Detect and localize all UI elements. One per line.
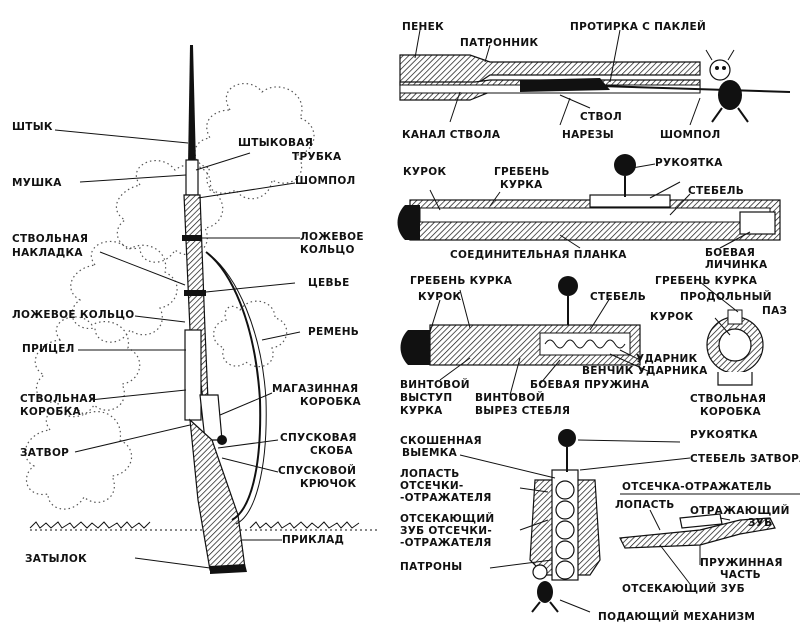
- label-lozhevoe-kolco-left: ЛОЖЕВОЕ КОЛЬЦО: [12, 309, 135, 321]
- label-lozhevoe-2: КОЛЬЦО: [300, 244, 355, 256]
- label-shompol: ШОМПОЛ: [295, 175, 356, 187]
- label-podayushchiy: ПОДАЮЩИЙ МЕХАНИЗМ: [598, 610, 755, 623]
- label-pruzh-2: ЧАСТЬ: [720, 569, 761, 581]
- label-greben-kurka: ГРЕБЕНЬ КУРКА: [410, 275, 513, 287]
- leader-lines: [54, 129, 301, 569]
- label-shtyk: ШТЫК: [12, 121, 53, 133]
- label-magazin-2: КОРОБКА: [300, 396, 362, 408]
- label-narezy: НАРЕЗЫ: [562, 129, 614, 141]
- label-lichinka-1: БОЕВАЯ: [705, 247, 755, 259]
- label-lopast-2: ОТСЕЧКИ-: [400, 480, 464, 492]
- label-pruzh-1: ПРУЖИННАЯ: [700, 557, 783, 569]
- label-vint-vystup-2: ВЫСТУП: [400, 392, 452, 404]
- label-otsek-zub-r: ОТСЕКАЮЩИЙ ЗУБ: [622, 582, 745, 595]
- magazine-panel: СКОШЕННАЯ ВЫЕМКА РУКОЯТКА СТЕБЕЛЬ ЗАТВОР…: [400, 429, 800, 623]
- label-lichinka-2: ЛИЧИНКА: [705, 259, 768, 271]
- label-protirka: ПРОТИРКА С ПАКЛЕЙ: [570, 20, 706, 33]
- bayonet: [188, 45, 196, 165]
- label-patronnik: ПАТРОННИК: [460, 37, 538, 49]
- label-stvolnaya-nakladka-1: СТВОЛЬНАЯ: [12, 233, 88, 245]
- label-lopast-3: -ОТРАЖАТЕЛЯ: [400, 492, 492, 504]
- label-zatylok: ЗАТЫЛОК: [25, 553, 87, 565]
- label-vint-vyrez-1: ВИНТОВОЙ: [475, 391, 545, 404]
- label-patrony: ПАТРОНЫ: [400, 561, 462, 573]
- label-stvolnaya-korobka-2: КОРОБКА: [20, 406, 82, 418]
- bolt-section-panel: ГРЕБЕНЬ КУРКА КУРОК СТЕБЕЛЬ УДАРНИК ВЕНЧ…: [400, 275, 787, 418]
- rifle: [182, 45, 267, 574]
- label-prodolny-1: ПРОДОЛЬНЫЙ: [680, 290, 772, 303]
- label-greben-2: КУРКА: [500, 179, 543, 191]
- label-rukoyatka-top: РУКОЯТКА: [655, 157, 723, 169]
- label-lozhevoe-1: ЛОЖЕВОЕ: [300, 231, 364, 243]
- label-prodolny-2: ПАЗ: [762, 305, 787, 317]
- label-shtykovaya-2: ТРУБКА: [292, 151, 342, 163]
- label-cevye: ЦЕВЬЕ: [308, 277, 350, 289]
- label-stebel-zatvora: СТЕБЕЛЬ ЗАТВОРА: [690, 453, 800, 465]
- label-otrazh-2: ЗУБ: [748, 517, 772, 529]
- label-skoba-2: СКОБА: [310, 445, 353, 457]
- label-stvolnaya-korobka-1: СТВОЛЬНАЯ: [20, 393, 96, 405]
- label-vint-vyrez-2: ВЫРЕЗ СТЕБЛЯ: [475, 405, 570, 417]
- label-kurok-r: КУРОК: [650, 311, 693, 323]
- label-udarnik: УДАРНИК: [636, 353, 698, 365]
- label-otsek-zub-3: -ОТРАЖАТЕЛЯ: [400, 537, 492, 549]
- label-otsechka-title: ОТСЕЧКА-ОТРАЖАТЕЛЬ: [622, 481, 772, 493]
- label-stvolnaya-nakladka-2: НАКЛАДКА: [12, 247, 83, 259]
- rifle-panel: ШТЫК МУШКА СТВОЛЬНАЯ НАКЛАДКА ЛОЖЕВОЕ КО…: [12, 45, 380, 574]
- label-greben-1: ГРЕБЕНЬ: [494, 166, 550, 178]
- label-kryuchok-1: СПУСКОВОЙ: [278, 464, 356, 477]
- label-stebel-top: СТЕБЕЛЬ: [688, 185, 744, 197]
- label-kanal: КАНАЛ СТВОЛА: [402, 129, 501, 141]
- cartoon-figure-2: [531, 564, 559, 613]
- cartoon-figure: [705, 49, 749, 123]
- label-greben-kurka-r: ГРЕБЕНЬ КУРКА: [655, 275, 758, 287]
- label-kurok-mid: КУРОК: [418, 291, 461, 303]
- label-stebel-mid: СТЕБЕЛЬ: [590, 291, 646, 303]
- label-remen: РЕМЕНЬ: [308, 326, 359, 338]
- label-kryuchok-2: КРЮЧОК: [300, 478, 357, 490]
- label-vint-vystup-1: ВИНТОВОЙ: [400, 378, 470, 391]
- label-stvol: СТВОЛ: [580, 111, 622, 123]
- label-venchik: ВЕНЧИК УДАРНИКА: [582, 365, 708, 377]
- label-lopast-1: ЛОПАСТЬ: [400, 468, 460, 480]
- label-otsek-zub-2: ЗУБ ОТСЕЧКИ-: [400, 525, 492, 537]
- label-mushka: МУШКА: [12, 177, 62, 189]
- label-skoshennaya-2: ВЫЕМКА: [402, 447, 458, 459]
- label-skoba-1: СПУСКОВАЯ: [280, 432, 357, 444]
- bolt-assembly-panel: КУРОК ГРЕБЕНЬ КУРКА РУКОЯТКА СТЕБЕЛЬ СОЕ…: [397, 154, 781, 271]
- label-rukoyatka-mag: РУКОЯТКА: [690, 429, 758, 441]
- label-priklad: ПРИКЛАД: [282, 534, 344, 546]
- label-lopast-r: ЛОПАСТЬ: [615, 499, 675, 511]
- label-magazin-1: МАГАЗИННАЯ: [272, 383, 358, 395]
- label-pruzhina: БОЕВАЯ ПРУЖИНА: [530, 379, 650, 391]
- smoke-cloud: [24, 83, 315, 510]
- label-penek: ПЕНЕК: [402, 21, 444, 33]
- label-korobka-r-1: СТВОЛЬНАЯ: [690, 393, 766, 405]
- label-otsek-zub-1: ОТСЕКАЮЩИЙ: [400, 512, 495, 525]
- barrel-panel: ПЕНЕК ПАТРОННИК ПРОТИРКА С ПАКЛЕЙ СТВОЛ …: [399, 20, 791, 141]
- label-otrazh-1: ОТРАЖАЮЩИЙ: [690, 504, 790, 517]
- label-vint-vystup-3: КУРКА: [400, 405, 443, 417]
- label-zatvor: ЗАТВОР: [20, 447, 69, 459]
- label-soed: СОЕДИНИТЕЛЬНАЯ ПЛАНКА: [450, 249, 627, 261]
- label-shompol-barrel: ШОМПОЛ: [660, 129, 721, 141]
- label-shtykovaya-1: ШТЫКОВАЯ: [238, 137, 313, 149]
- label-korobka-r-2: КОРОБКА: [700, 406, 762, 418]
- label-pricel: ПРИЦЕЛ: [22, 343, 75, 355]
- label-kurok-top: КУРОК: [403, 166, 446, 178]
- label-skoshennaya-1: СКОШЕННАЯ: [400, 435, 482, 447]
